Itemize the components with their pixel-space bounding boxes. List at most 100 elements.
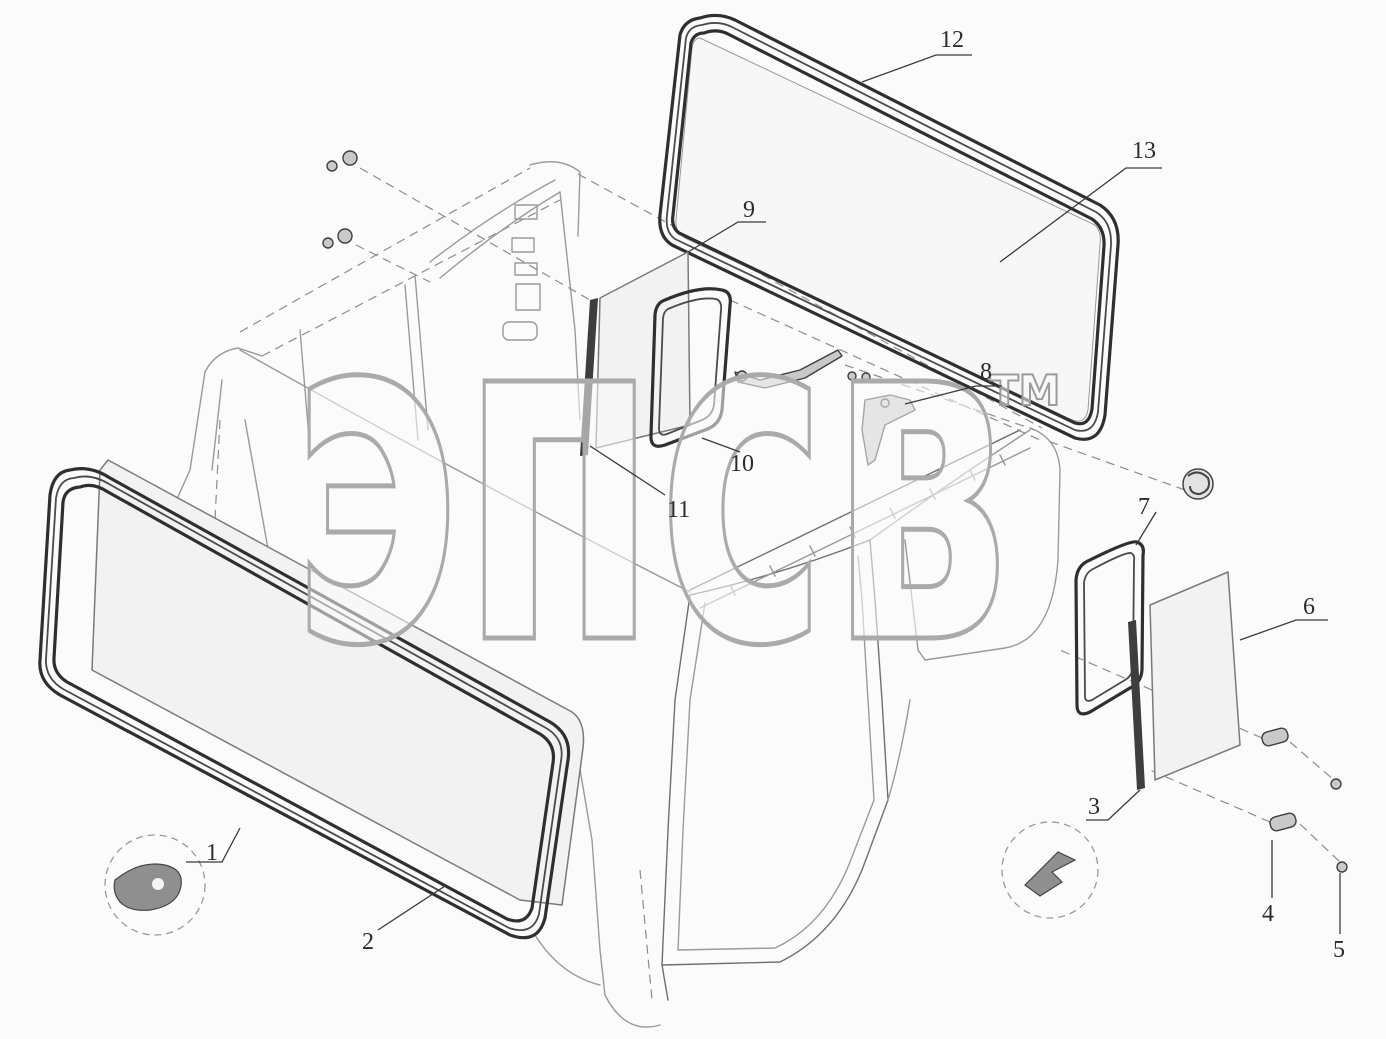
rear-window-seal-middle (665, 22, 1112, 432)
callout-11-label: 11 (667, 497, 690, 523)
leader-7 (1135, 511, 1157, 546)
seal-profile-hole (152, 878, 164, 890)
leader-9 (687, 221, 766, 253)
leader-12 (861, 54, 972, 83)
cab-left-inner-hidden-edge (214, 419, 221, 521)
seal-profile-detail (104, 834, 206, 936)
leader-2 (377, 885, 446, 931)
windshield-seal (38, 467, 571, 940)
rear-window-seal-inner (671, 29, 1106, 426)
hinge-bolt-3 (861, 372, 871, 382)
leader-11 (589, 445, 666, 496)
hinge-parts (734, 349, 916, 466)
door-window-seal-inner (1083, 552, 1136, 702)
latch-bolt (880, 398, 890, 408)
callout-2-label: 2 (362, 929, 374, 955)
watermark: эпсв TM (288, 200, 1062, 752)
cab-rear-panel-cutout-5 (502, 321, 538, 341)
windshield-seal-inner (52, 483, 556, 923)
leader-10 (701, 437, 741, 453)
cab-rear-panel-cutout-1 (514, 204, 538, 220)
callout-9-label: 9 (743, 197, 755, 223)
cab-roof-front-edge (239, 349, 691, 593)
leader-8 (904, 385, 1002, 405)
cab-right-side-top-edge (869, 429, 1031, 541)
leader-1 (186, 827, 241, 863)
clip-upper-nut (326, 160, 338, 172)
callout-labels: 1 2 3 4 5 6 7 8 9 10 11 12 13 (206, 27, 1345, 963)
retainer-clip-lower (1269, 812, 1297, 832)
leader-13 (999, 167, 1162, 263)
door-clip-hook (1187, 471, 1210, 496)
rear-window-seal-outer (658, 13, 1120, 441)
cab-rear-wall-left-corner (529, 161, 581, 237)
callout-12-label: 12 (940, 27, 964, 53)
strip-profile-detail (1001, 821, 1099, 919)
rear-side-window-strip (580, 298, 598, 456)
cab-front-left-pillar (171, 371, 206, 511)
rear-side-window-seal (649, 287, 732, 448)
strip-profile-section (1024, 851, 1077, 897)
cab-rear-cross-member-bottom (699, 447, 1031, 609)
seal-profile-section (113, 863, 182, 911)
assembly-line-screw-upper (1289, 741, 1335, 781)
watermark-logo-text: эпсв (290, 202, 1010, 749)
assembly-line-lower-clip (355, 244, 431, 283)
seal-profile-detail-circle (104, 834, 206, 936)
callout-13-label: 13 (1132, 138, 1156, 164)
cab-rear-panel-cutout-4 (515, 283, 541, 311)
windshield-glass (91, 459, 585, 906)
cab-roof-side-hidden-edge (261, 199, 561, 357)
cab-front-lower-panel (574, 739, 661, 1028)
watermark-trademark: TM (990, 366, 1060, 415)
callout-3-label: 3 (1088, 794, 1100, 820)
assembly-line-screw-lower (1299, 823, 1341, 863)
leader-3 (1086, 789, 1141, 821)
door-clip-part (1182, 468, 1214, 500)
cab-roof-front-left-corner (204, 347, 263, 373)
cab-door-opening-inner (677, 555, 875, 951)
callout-6-label: 6 (1303, 594, 1315, 620)
assembly-line-hinge (844, 364, 1036, 431)
rear-side-window-seal-inner (658, 297, 723, 436)
cab-rear-cross-member-top (689, 429, 1021, 591)
screw-lower (1336, 861, 1348, 873)
window-latch-bracket (861, 394, 916, 466)
upper-clips (322, 150, 358, 249)
assembly-line-door-clip (1044, 439, 1186, 491)
cab-roof-rear-hidden-edge (239, 167, 531, 333)
clip-upper-head (342, 150, 358, 166)
cab-front-bumper-edge (534, 934, 601, 986)
cab-front-left-inner-pillar (211, 379, 223, 471)
rear-side-window-seal-outer (649, 287, 732, 448)
leader-6 (1239, 619, 1328, 641)
door-window-strip (1128, 620, 1145, 790)
strip-profile-detail-circle (1001, 821, 1099, 919)
assembly-line-side-window (729, 299, 1041, 441)
door-window-fasteners (1261, 727, 1348, 873)
callout-7-label: 7 (1138, 494, 1150, 520)
assembly-line-door-window-lower (1149, 769, 1271, 823)
clip-lower-head (337, 228, 353, 244)
rear-window-seal (658, 13, 1120, 441)
cab-rear-cross-member-ribs (729, 454, 1006, 596)
callout-1-label: 1 (206, 840, 218, 866)
clip-lower-nut (322, 237, 334, 249)
screw-upper (1330, 778, 1342, 790)
cab-rear-panel-insert-edge (414, 179, 561, 431)
hinge-bolt-1 (736, 370, 748, 382)
hinge-bolt-2 (847, 371, 857, 381)
callout-leaders (186, 54, 1341, 934)
cab-rear-right-corner (924, 427, 1061, 661)
cab-front-lower-hidden-edge (639, 869, 653, 1001)
windshield-seal-middle (45, 475, 563, 932)
callout-10-label: 10 (730, 451, 754, 477)
cab-left-interior-frame (244, 284, 419, 561)
windshield-seal-outer (38, 467, 571, 940)
door-window-glass (1149, 571, 1241, 781)
cab-right-side-panel (887, 539, 926, 801)
cab-door-opening-outer (661, 539, 889, 1001)
callout-5-label: 5 (1333, 937, 1345, 963)
cab-rear-panel-cutout-2 (511, 237, 535, 253)
